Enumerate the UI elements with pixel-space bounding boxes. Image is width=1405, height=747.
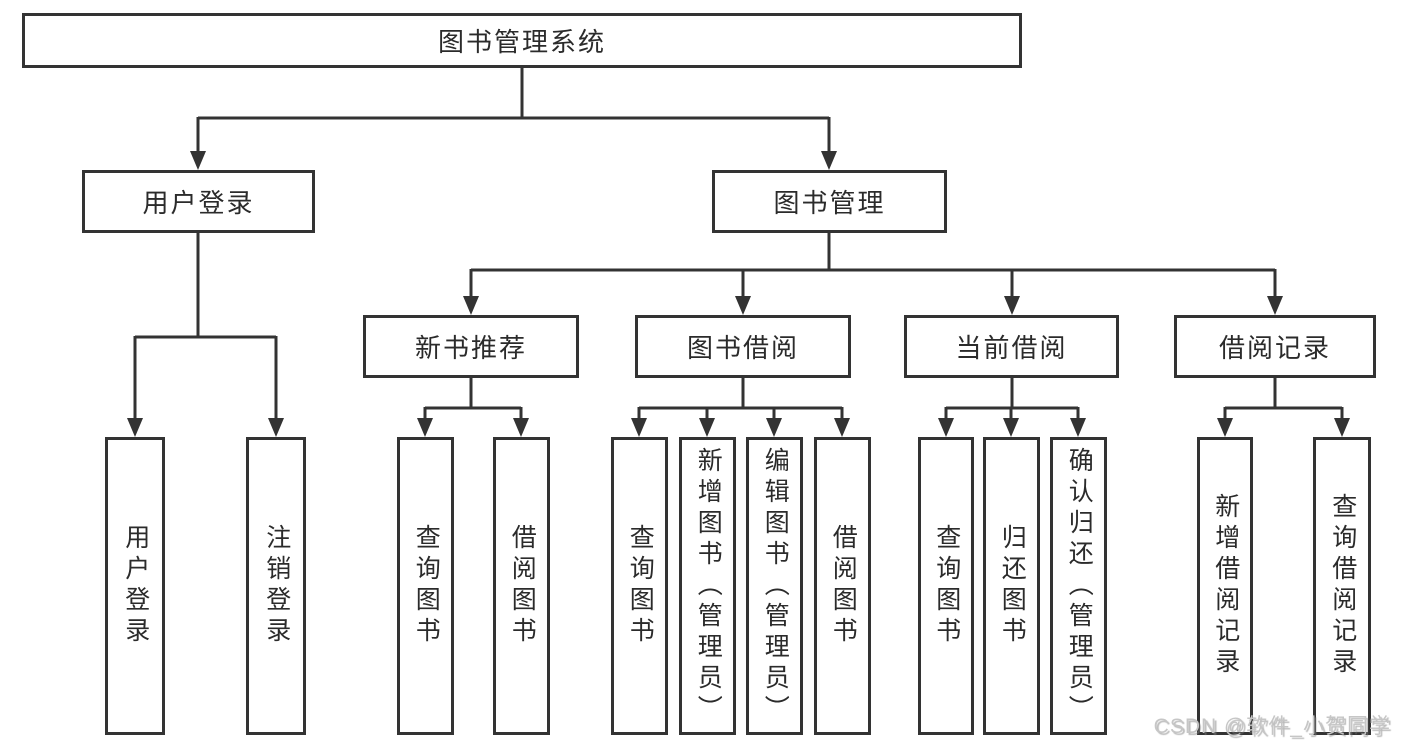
node-label: 查询借阅记录 [1328, 493, 1357, 679]
leaf-add-book-admin: 新增图书（管理员） [679, 437, 736, 735]
node-book-management-branch: 图书管理 [712, 170, 947, 233]
node-label: 借阅图书 [508, 524, 537, 648]
node-borrowing-records: 借阅记录 [1174, 315, 1376, 378]
node-label: 新增借阅记录 [1211, 493, 1240, 679]
node-label: 当前借阅 [955, 333, 1068, 363]
leaf-edit-book-admin: 编辑图书（管理员） [746, 437, 803, 735]
node-label: 归还图书 [998, 524, 1027, 648]
leaf-query-books-borrowing: 查询图书 [611, 437, 668, 735]
node-label: 借阅记录 [1218, 333, 1331, 363]
node-new-book-recommendation: 新书推荐 [363, 315, 579, 378]
leaf-confirm-return-admin: 确认归还（管理员） [1050, 437, 1107, 735]
node-label: 查询图书 [626, 524, 655, 648]
node-label: 新增图书（管理员） [694, 446, 723, 726]
leaf-logout: 注销登录 [246, 437, 306, 735]
node-label: 查询图书 [412, 524, 441, 648]
node-label: 用户登录 [142, 188, 255, 218]
node-library-management-system: 图书管理系统 [22, 13, 1022, 68]
node-label: 新书推荐 [414, 333, 527, 363]
node-label: 编辑图书（管理员） [761, 446, 790, 726]
leaf-query-borrow-record: 查询借阅记录 [1313, 437, 1371, 735]
leaf-borrow-books-recommend: 借阅图书 [493, 437, 550, 735]
node-label: 确认归还（管理员） [1065, 446, 1094, 726]
node-label: 图书管理系统 [437, 27, 606, 57]
node-book-borrowing: 图书借阅 [635, 315, 851, 378]
node-label: 用户登录 [121, 524, 150, 648]
node-label: 图书借阅 [686, 333, 799, 363]
leaf-add-borrow-record: 新增借阅记录 [1197, 437, 1253, 735]
leaf-borrow-books-borrowing: 借阅图书 [814, 437, 871, 735]
leaf-return-books: 归还图书 [983, 437, 1040, 735]
node-label: 借阅图书 [829, 524, 858, 648]
node-label: 查询图书 [932, 524, 961, 648]
csdn-watermark: CSDN @软件_小贺同学 [1153, 715, 1391, 738]
node-label: 图书管理 [773, 188, 886, 218]
node-current-borrowing: 当前借阅 [904, 315, 1119, 378]
node-user-login-branch: 用户登录 [82, 170, 315, 233]
leaf-user-login: 用户登录 [105, 437, 165, 735]
leaf-query-books-current: 查询图书 [918, 437, 974, 735]
node-label: 注销登录 [262, 524, 291, 648]
leaf-query-books-recommend: 查询图书 [397, 437, 454, 735]
